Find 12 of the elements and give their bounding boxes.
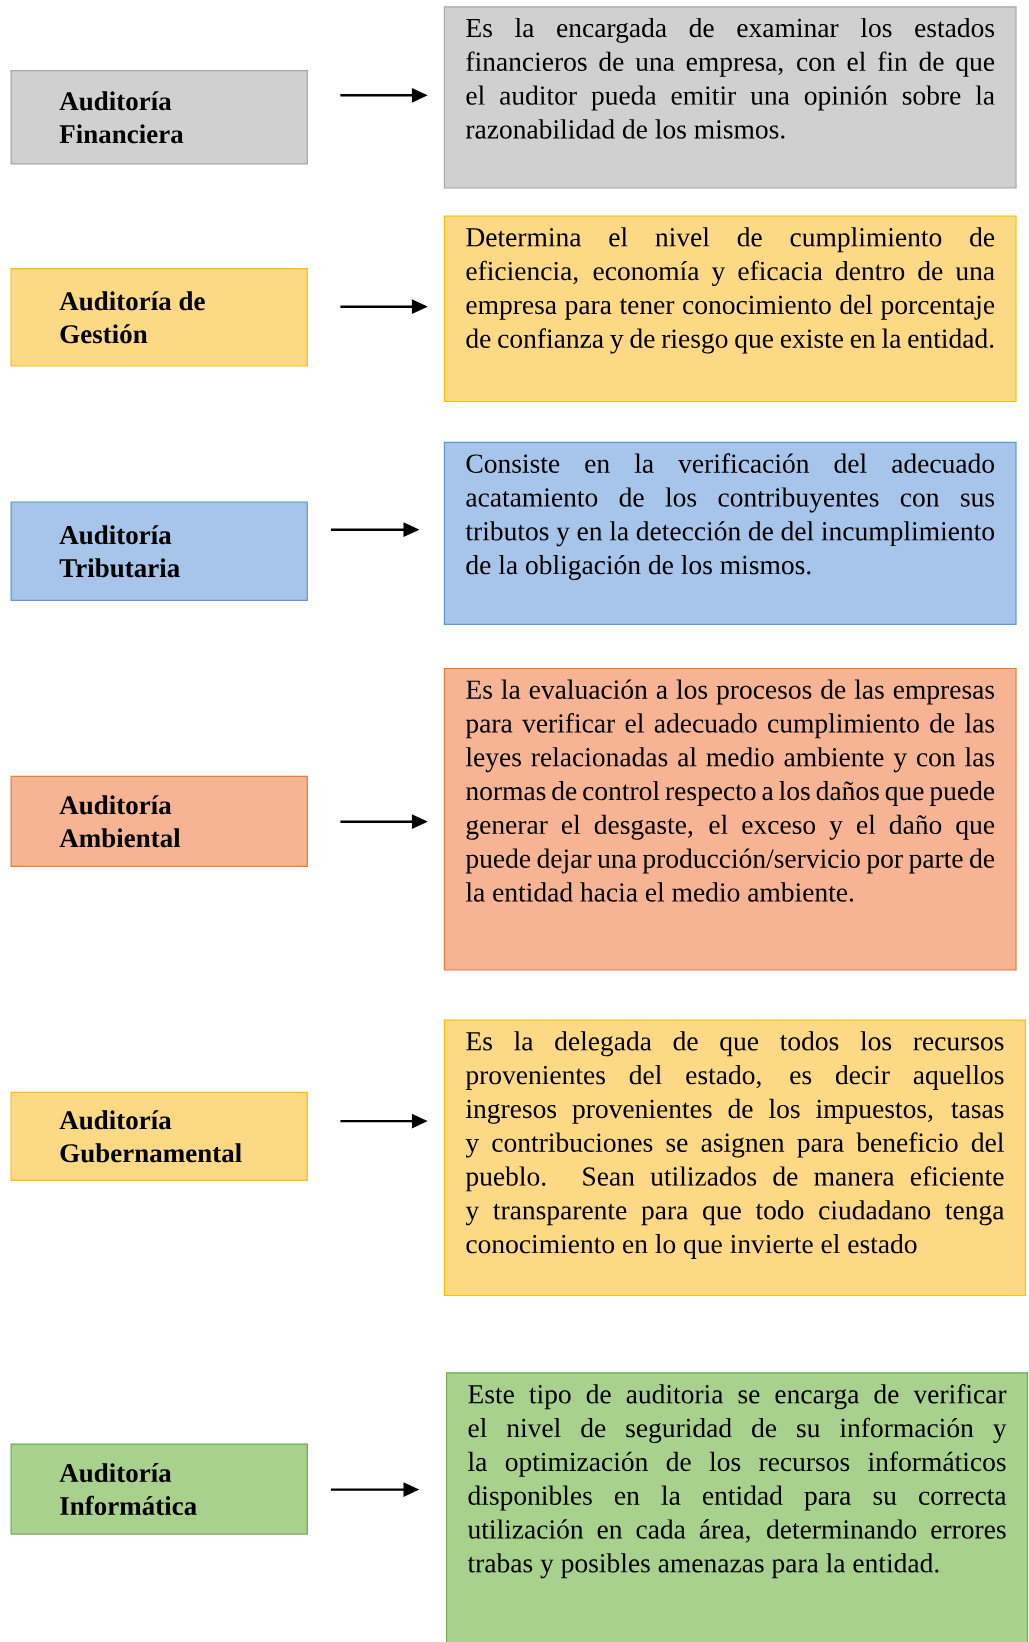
- description-box: Consiste en la verificación del adecuado acatamiento de los contribuyentes con sus tributos y en la detección de del incumplimiento de la obligación de los mismos.: [443, 441, 1017, 625]
- description-box: Determina el nivel de cumplimiento de eficiencia, economía y eficacia dentro de una empresa para tener conocimiento del porcentaje de confianza y de riesgo que existe en la entidad.: [443, 215, 1017, 403]
- category-box: Auditoría Financiera: [10, 70, 308, 165]
- category-box: Auditoría Ambiental: [10, 775, 308, 867]
- category-box: Auditoría Tributaria: [10, 501, 308, 601]
- description-box: Es la delegada de que todos los recursos provenientes del estado, es decir aquellos ingresos provenientes de los impuestos, tasas y contribuciones se asignen para beneficio del pueblo. Sean utilizados de manera eficiente y transparente para que todo ciudadano tenga conocimiento en lo que invierte el estado: [443, 1019, 1026, 1297]
- description-box: Este tipo de auditoria se encarga de verificar el nivel de seguridad de su información y la optimización de los recursos informáticos disponibles en la entidad para su correcta utilización en cada área, determinando errores trabas y posibles amenazas para la entidad.: [445, 1372, 1029, 1642]
- description-box: Es la evaluación a los procesos de las empresas para verificar el adecuado cumplimiento de las leyes relacionadas al medio ambiente y con las normas de control respecto a los daños que puede generar el desgaste, el exceso y el daño que puede dejar una producción/servicio por parte de la entidad hacia el medio ambiente.: [443, 667, 1017, 971]
- category-box: Auditoría Informática: [10, 1443, 308, 1535]
- category-box: Auditoría Gubernamental: [10, 1091, 308, 1181]
- category-box: Auditoría de Gestión: [10, 268, 308, 367]
- description-box: Es la encargada de examinar los estados financieros de una empresa, con el fin de que el auditor pueda emitir una opinión sobre la razonabilidad de los mismos.: [443, 6, 1017, 189]
